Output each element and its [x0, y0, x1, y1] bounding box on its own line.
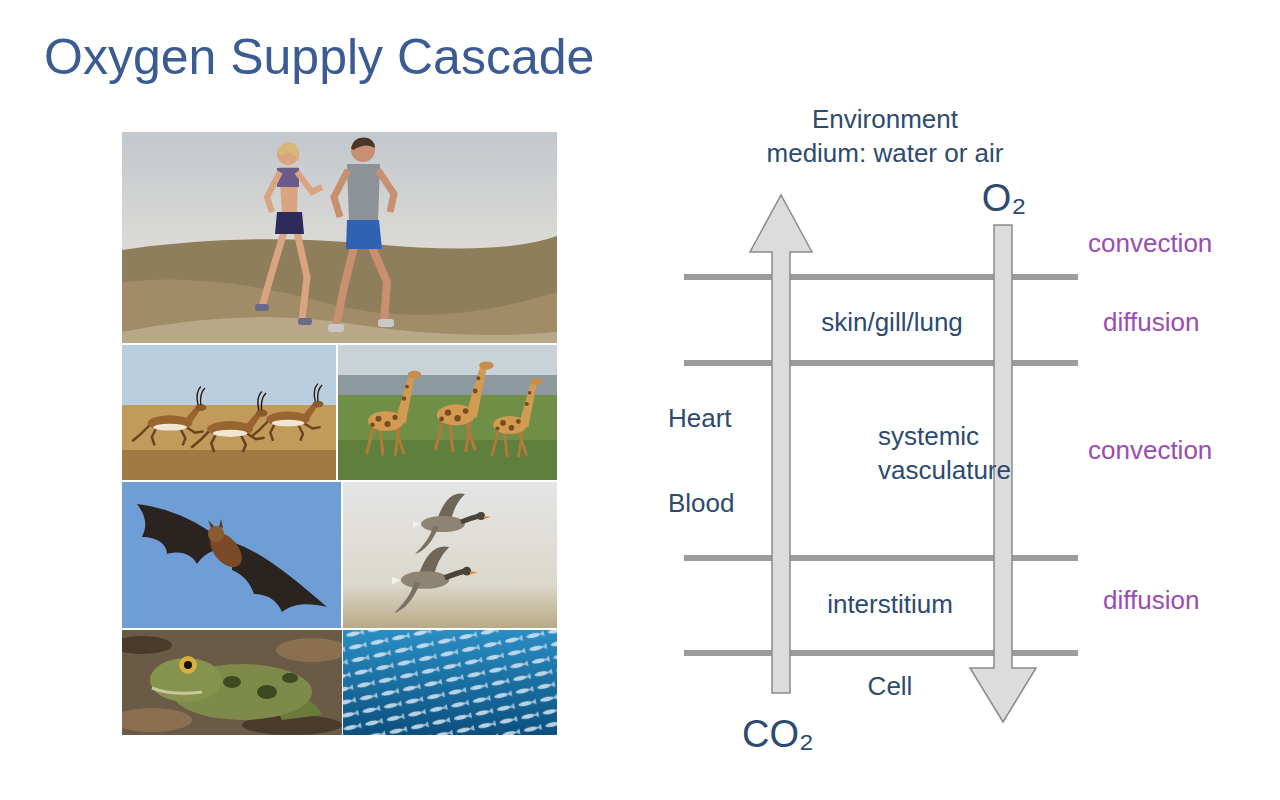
- organ-label: Heart: [668, 401, 732, 435]
- transport-mode: convection: [1088, 226, 1212, 260]
- transport-mode: convection: [1088, 433, 1212, 467]
- giraffes-photo: [338, 345, 557, 480]
- antelopes-photo: [122, 345, 336, 480]
- environment-label: Environment medium: water or air: [765, 102, 1005, 170]
- geese-photo: [343, 482, 557, 628]
- cell-label: Cell: [868, 669, 913, 703]
- carbon-dioxide-label: CO₂: [742, 710, 814, 759]
- transport-mode: diffusion: [1103, 305, 1199, 339]
- frog-photo: [112, 630, 348, 735]
- layer-label: interstitium: [827, 587, 953, 621]
- runners-photo: [122, 132, 557, 343]
- oxygen-label: O₂: [982, 174, 1026, 223]
- transport-mode: diffusion: [1103, 583, 1199, 617]
- layer-label: skin/gill/lung: [821, 305, 963, 339]
- layer-boundaries: [684, 277, 1078, 653]
- organ-label: Blood: [668, 486, 735, 520]
- o2-down-arrow: [970, 225, 1036, 722]
- bat-photo: [122, 482, 341, 628]
- slide-title: Oxygen Supply Cascade: [44, 27, 594, 87]
- co2-up-arrow: [750, 195, 812, 693]
- fish-school-photo: [343, 630, 557, 735]
- layer-label: systemic vasculature: [878, 419, 902, 487]
